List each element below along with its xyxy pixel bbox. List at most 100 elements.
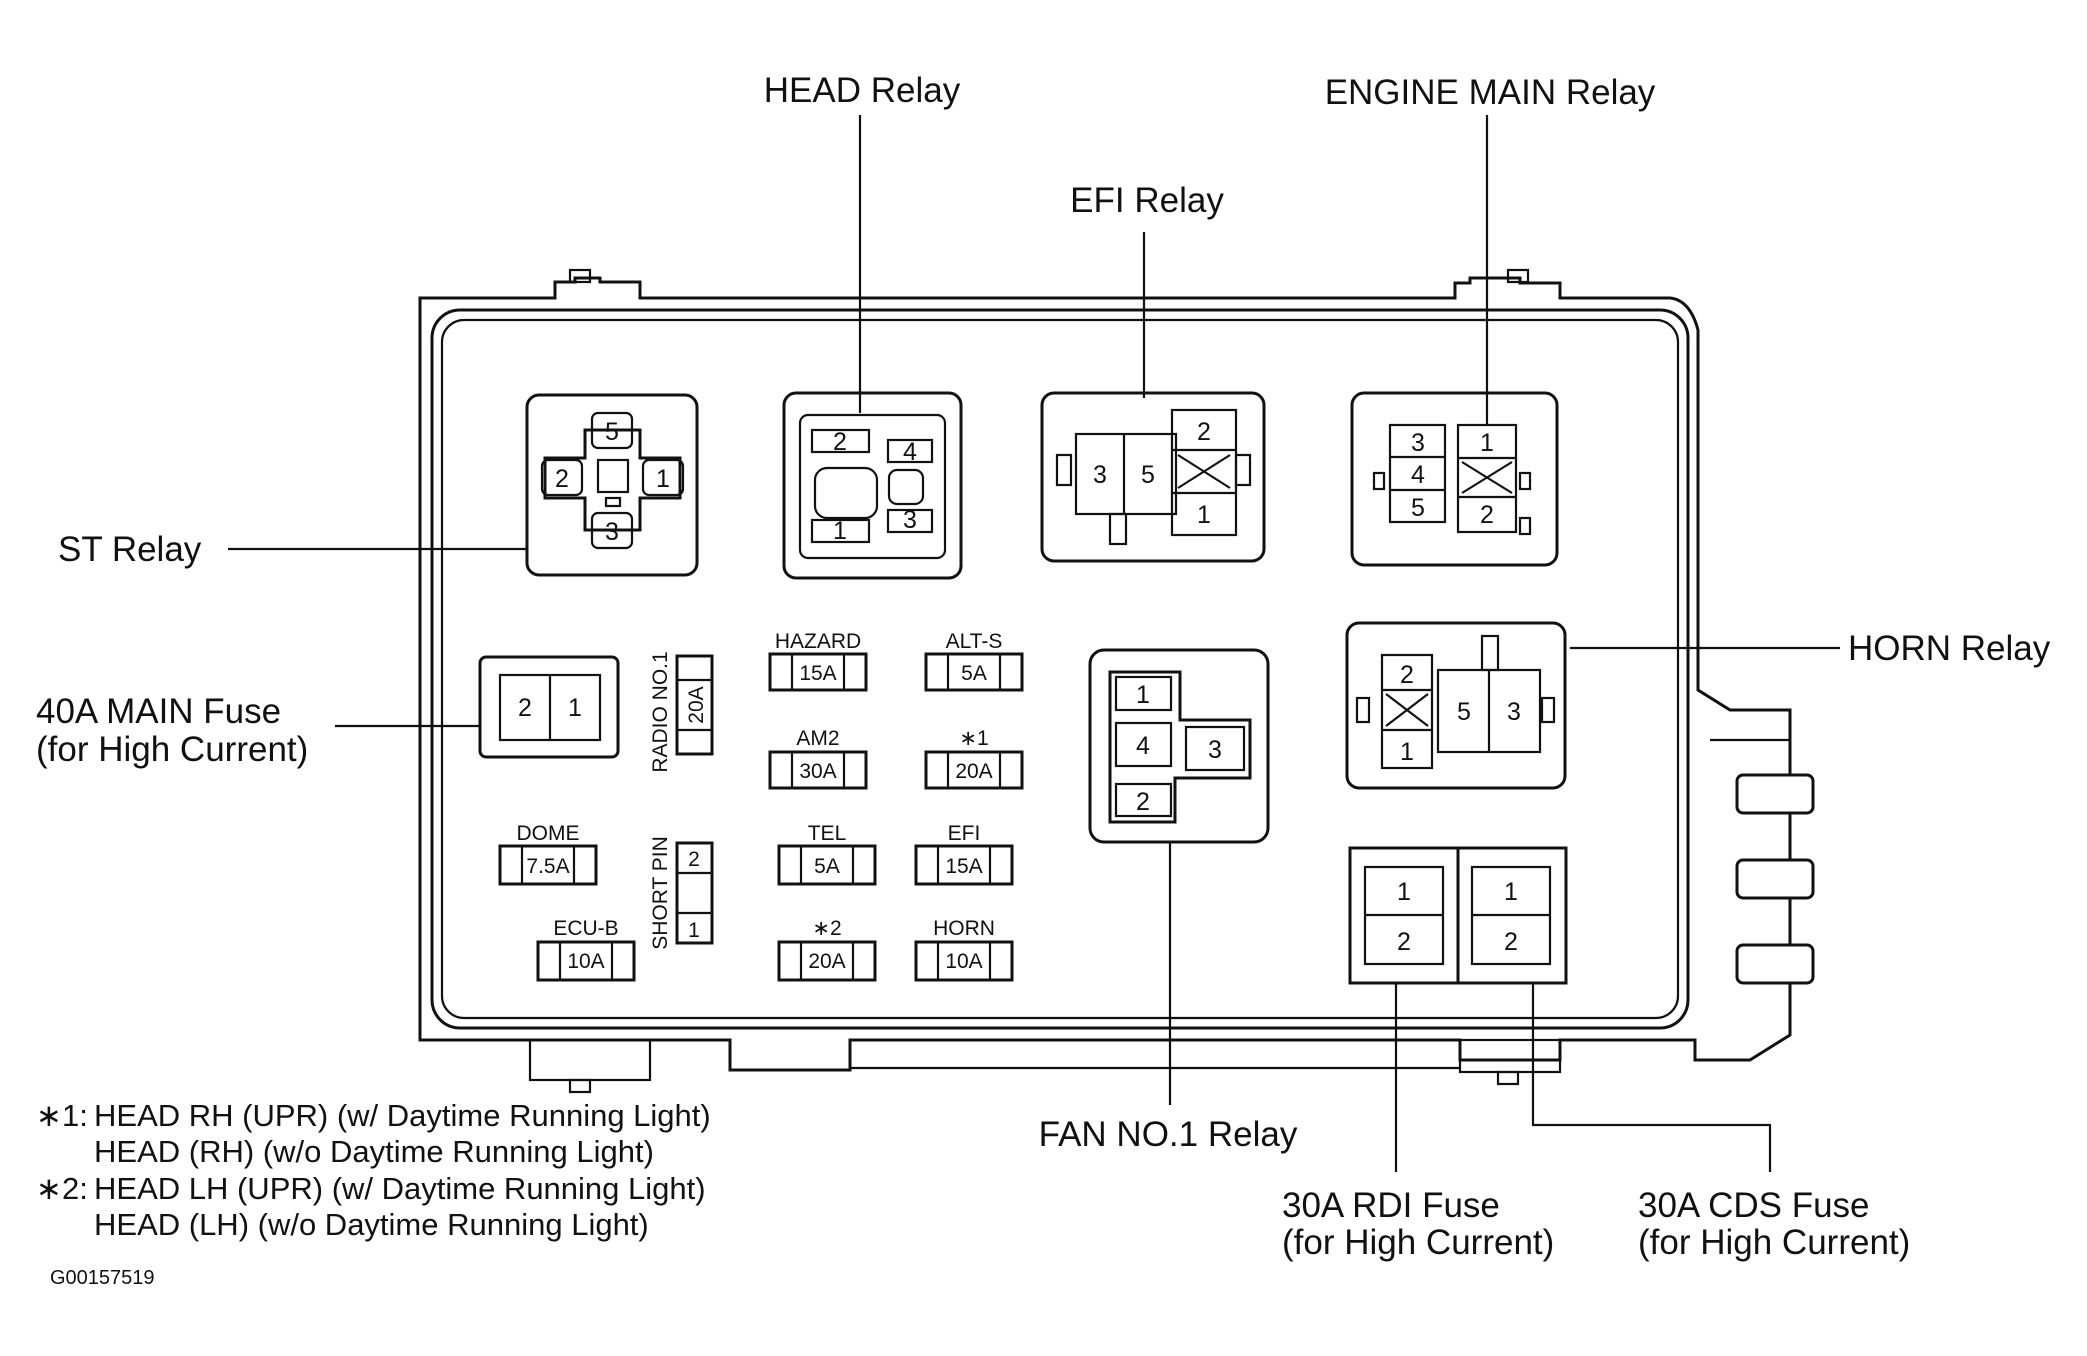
fan-terminal-4: 4 <box>1136 732 1150 760</box>
engine-main-terminal-3: 3 <box>1411 429 1425 457</box>
st-terminal-3: 3 <box>605 518 619 546</box>
fuse-tel-name: TEL <box>808 822 847 845</box>
fuse-alt-s-rating: 5A <box>961 662 987 685</box>
engine-main-terminal-5: 5 <box>1411 494 1425 522</box>
head-terminal-3: 3 <box>903 506 917 534</box>
engine-main-terminal-2: 2 <box>1480 501 1494 529</box>
short-pin-terminal-1: 1 <box>688 919 700 942</box>
label-st-relay: ST Relay <box>58 530 202 569</box>
note2-line1: HEAD LH (UPR) (w/ Daytime Running Light) <box>94 1171 706 1206</box>
label-rdi-fuse-line1: 30A RDI Fuse <box>1282 1186 1500 1225</box>
label-main-fuse-line2: (for High Current) <box>36 730 308 769</box>
horn-relay: 2 1 5 3 <box>1345 621 1567 790</box>
note2-line2: HEAD (LH) (w/o Daytime Running Light) <box>94 1207 649 1242</box>
fuse-star1-rating: 20A <box>955 760 992 783</box>
fuse-tel: TEL 5A <box>777 822 877 886</box>
note2-marker: ∗2: <box>36 1171 88 1206</box>
note1-line2: HEAD (RH) (w/o Daytime Running Light) <box>94 1134 654 1169</box>
rdi-terminal-2: 2 <box>1397 928 1411 956</box>
fuse-horn-name: HORN <box>933 917 995 940</box>
st-terminal-5: 5 <box>605 418 619 446</box>
figure-code: G00157519 <box>50 1267 155 1289</box>
efi-terminal-3: 3 <box>1093 461 1107 489</box>
fuse-hazard-rating: 15A <box>799 662 836 685</box>
fuse-ecu-b: ECU-B 10A <box>536 917 636 982</box>
fuse-horn-rating: 10A <box>945 950 982 973</box>
fan-relay: 1 4 3 2 <box>1088 648 1270 844</box>
label-head-relay: HEAD Relay <box>764 71 961 110</box>
engine-main-terminal-1: 1 <box>1480 429 1494 457</box>
fuse-dome-name: DOME <box>517 822 580 845</box>
label-fan-relay: FAN NO.1 Relay <box>1039 1115 1298 1154</box>
main-fuse-terminal-1: 1 <box>568 694 582 722</box>
fuse-efi-name: EFI <box>948 822 981 845</box>
fuse-alt-s-name: ALT-S <box>946 630 1003 653</box>
fuse-tel-rating: 5A <box>814 855 840 878</box>
fuse-radio-no1-name: RADIO NO.1 <box>649 651 672 772</box>
label-engine-main-relay: ENGINE MAIN Relay <box>1325 73 1656 112</box>
label-efi-relay: EFI Relay <box>1070 181 1224 220</box>
fuse-block-housing <box>418 268 1815 1094</box>
fan-terminal-3: 3 <box>1208 736 1222 764</box>
label-rdi-fuse-line2: (for High Current) <box>1282 1223 1554 1262</box>
label-cds-fuse-line1: 30A CDS Fuse <box>1638 1186 1870 1225</box>
label-main-fuse-line1: 40A MAIN Fuse <box>36 692 281 731</box>
label-horn-relay: HORN Relay <box>1848 629 2051 668</box>
horn-terminal-3: 3 <box>1507 698 1521 726</box>
note1-line1: HEAD RH (UPR) (w/ Daytime Running Light) <box>94 1098 711 1133</box>
st-terminal-2: 2 <box>555 465 569 493</box>
fuse-ecu-b-name: ECU-B <box>553 917 618 940</box>
cds-terminal-1: 1 <box>1504 878 1518 906</box>
efi-terminal-1: 1 <box>1197 501 1211 529</box>
fuse-radio-no1-rating: 20A <box>685 686 708 723</box>
footnotes: ∗1: HEAD RH (UPR) (w/ Daytime Running Li… <box>36 1098 711 1242</box>
fuse-radio-no1: 20A RADIO NO.1 <box>649 651 714 773</box>
fuse-dome-rating: 7.5A <box>526 855 569 878</box>
st-terminal-1: 1 <box>656 465 670 493</box>
fuse-horn: HORN 10A <box>914 917 1014 982</box>
rdi-terminal-1: 1 <box>1397 878 1411 906</box>
fuse-star1: ∗1 20A <box>924 727 1024 790</box>
fuse-am2: AM2 30A <box>768 727 868 790</box>
short-pin-terminal-2: 2 <box>688 848 700 871</box>
head-terminal-1: 1 <box>833 517 847 545</box>
fuse-ecu-b-rating: 10A <box>567 950 604 973</box>
efi-relay: 3 5 2 1 <box>1040 391 1266 563</box>
note1-marker: ∗1: <box>36 1098 88 1133</box>
short-pin: 2 1 SHORT PIN <box>649 836 714 950</box>
st-relay: 5 2 1 3 <box>525 393 699 577</box>
fuse-star2-rating: 20A <box>808 950 845 973</box>
head-relay: 2 4 1 3 <box>782 391 963 580</box>
fuse-am2-rating: 30A <box>799 760 836 783</box>
main-fuse-40a: 2 1 <box>478 655 620 759</box>
leader-lines <box>228 115 1840 1172</box>
rdi-fuse-30a: 1 2 <box>1348 846 1460 985</box>
efi-terminal-5: 5 <box>1141 461 1155 489</box>
fuse-alt-s: ALT-S 5A <box>924 630 1024 692</box>
fuse-star2-name: ∗2 <box>812 917 841 940</box>
horn-terminal-5: 5 <box>1457 698 1471 726</box>
fuse-dome: DOME 7.5A <box>498 822 598 886</box>
fuse-hazard: HAZARD 15A <box>768 630 868 692</box>
fuse-am2-name: AM2 <box>796 727 839 750</box>
horn-terminal-2: 2 <box>1400 661 1414 689</box>
fuse-hazard-name: HAZARD <box>775 630 861 653</box>
head-terminal-4: 4 <box>903 438 917 466</box>
horn-terminal-1: 1 <box>1400 738 1414 766</box>
cds-fuse-30a: 1 2 <box>1456 846 1568 985</box>
efi-terminal-2: 2 <box>1197 418 1211 446</box>
engine-main-relay: 3 4 5 1 2 <box>1350 391 1559 567</box>
fuse-star2: ∗2 20A <box>777 917 877 982</box>
engine-main-terminal-4: 4 <box>1411 461 1425 489</box>
fan-terminal-1: 1 <box>1136 681 1150 709</box>
label-cds-fuse-line2: (for High Current) <box>1638 1223 1910 1262</box>
head-terminal-2: 2 <box>833 428 847 456</box>
fuse-efi-rating: 15A <box>945 855 982 878</box>
fan-terminal-2: 2 <box>1136 788 1150 816</box>
cds-terminal-2: 2 <box>1504 928 1518 956</box>
fuse-star1-name: ∗1 <box>959 727 988 750</box>
fuse-efi: EFI 15A <box>914 822 1014 886</box>
short-pin-name: SHORT PIN <box>649 836 672 950</box>
main-fuse-terminal-2: 2 <box>518 694 532 722</box>
